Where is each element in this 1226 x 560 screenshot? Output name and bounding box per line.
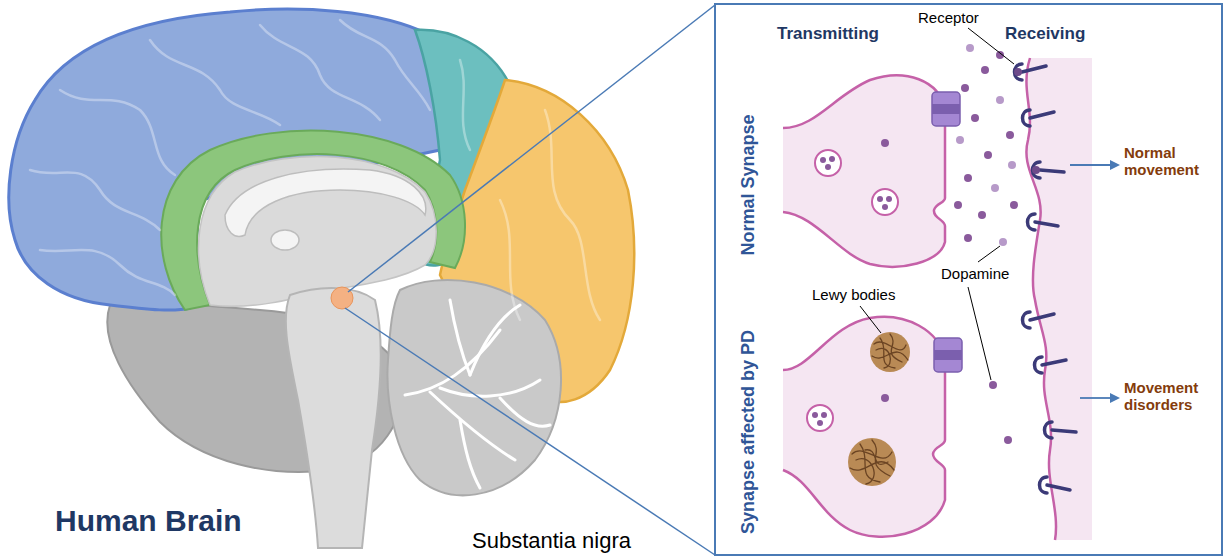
part-label: Receptor [918,9,979,26]
bound-dopamine [1014,68,1040,174]
vesicle [807,150,898,431]
outcome-label: Normal movement [1124,144,1220,179]
zoom-line [348,5,715,292]
diagram-title: Human Brain [55,504,242,539]
leader-line [860,28,1014,380]
region-label: Substantia nigra [472,528,631,553]
dopamine-dot [881,44,1018,444]
part-label: Dopamine [941,265,1009,282]
synapse-panel [715,4,1222,555]
channel [932,92,962,372]
zoom-line [345,308,715,555]
part-label: Lewy bodies [812,286,895,303]
lewy-body [848,332,910,486]
receptor-symbol [1015,64,1077,493]
column-heading: Receiving [1005,24,1085,44]
column-heading: Transmitting [777,24,879,44]
output-arrow [1070,160,1120,403]
brain-illustration [9,9,634,548]
row-heading: Normal Synapse [738,114,759,255]
transmitting-terminal [783,75,945,536]
outcome-label: Movement disorders [1124,379,1220,414]
receiving-membrane [1026,58,1092,540]
row-heading: Synapse affected by PD [738,330,759,534]
